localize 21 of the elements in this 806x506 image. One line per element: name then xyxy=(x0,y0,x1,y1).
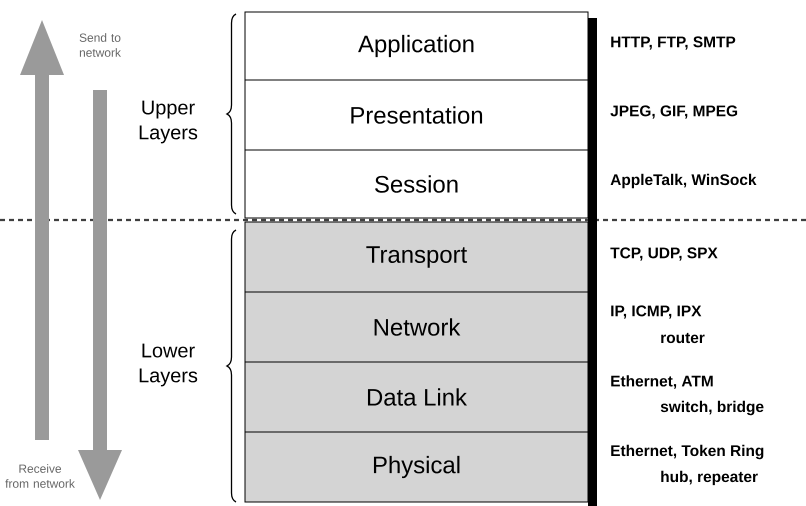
protocol-label: Ethernet, ATM xyxy=(611,375,713,389)
layer-box: Physical xyxy=(244,432,588,502)
layer-box: Presentation xyxy=(244,80,588,150)
protocol-label: AppleTalk, WinSock xyxy=(610,174,757,188)
layer-box: Session xyxy=(244,150,588,218)
protocol-label: IP, ICMP, IPX xyxy=(611,305,702,319)
group-label: Lower Layers xyxy=(140,344,198,386)
arrow-caption: Send to network xyxy=(80,33,121,57)
protocol-label: router xyxy=(661,332,705,344)
protocol-label: switch, bridge xyxy=(660,400,764,416)
protocol-label: JPEG, GIF, MPEG xyxy=(610,105,738,119)
layer-box: Network xyxy=(244,292,588,362)
protocol-label: HTTP, FTP, SMTP xyxy=(611,36,736,50)
protocol-label: Ethernet, Token Ring xyxy=(611,444,764,460)
group-label: Upper Layers xyxy=(140,100,198,144)
layer-box: Data Link xyxy=(244,362,588,432)
arrow-caption: Receive from network xyxy=(5,464,75,488)
layer-box: Transport xyxy=(244,222,588,292)
protocol-label: TCP, UDP, SPX xyxy=(610,247,718,261)
protocol-label: hub, repeater xyxy=(661,470,758,486)
layer-box: Application xyxy=(244,12,588,80)
